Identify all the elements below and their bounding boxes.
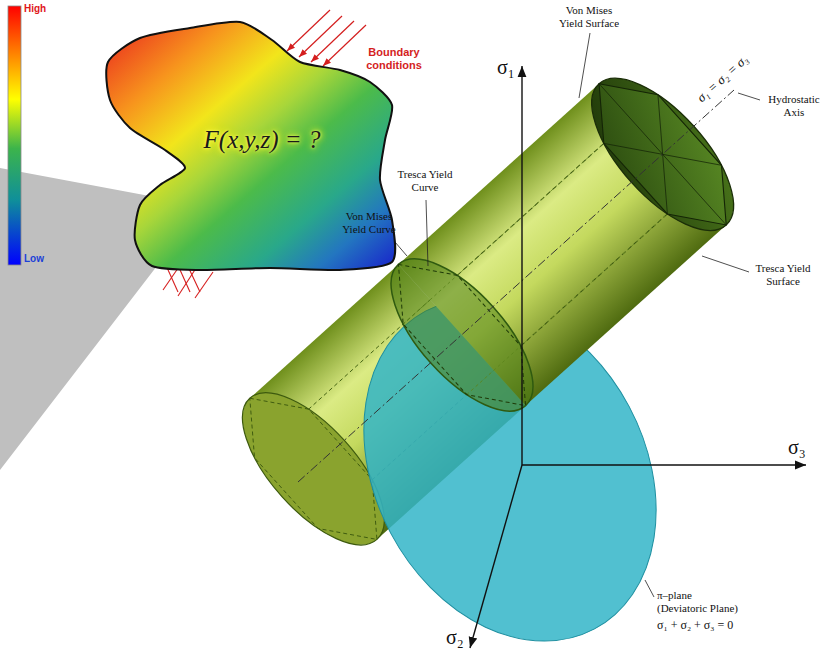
color-scale-bar bbox=[8, 6, 21, 265]
hexagon-facet bbox=[599, 84, 726, 225]
surface-label: Tresca Yield Surface bbox=[752, 262, 814, 287]
sigma2-axis bbox=[470, 465, 522, 648]
scale-high-label: High bbox=[24, 3, 46, 15]
boundary-arrow bbox=[287, 10, 330, 51]
axis-label: σ₃ bbox=[788, 436, 806, 459]
stress-axes bbox=[470, 66, 806, 648]
leader-line bbox=[426, 200, 428, 266]
cylinder-open-end bbox=[568, 56, 758, 253]
boundary-arrow bbox=[323, 25, 366, 66]
leader-lines bbox=[395, 33, 760, 597]
sigma3-axis bbox=[522, 464, 806, 465]
hexagon-facet bbox=[604, 95, 722, 214]
axis-label: σ₂ bbox=[446, 626, 464, 649]
leader-line bbox=[702, 256, 749, 272]
tresca-curve bbox=[371, 240, 552, 430]
axis-equation: σ₁ = σ₂ = σ₃ bbox=[694, 52, 751, 105]
axis-name-label: Hydrostatic Axis bbox=[763, 93, 825, 118]
von-mises-curve bbox=[367, 236, 557, 433]
boundary-arrow bbox=[311, 21, 354, 62]
field-equation: F(x,y,z) = ? bbox=[204, 126, 321, 154]
curve-label: Tresca Yield Curve bbox=[397, 168, 453, 193]
boundary-label: Boundary conditions bbox=[362, 46, 426, 71]
field-domain: F(x,y,z) = ? bbox=[100, 16, 400, 278]
scale-low-label: Low bbox=[24, 253, 44, 265]
axis-label: σ₁ bbox=[497, 56, 515, 79]
leader-line bbox=[738, 93, 760, 100]
plane-label: π–plane (Deviatoric Plane) bbox=[657, 589, 741, 614]
plane-equation: σ₁ + σ₂ + σ₃ = 0 bbox=[657, 619, 733, 633]
sigma1-axis bbox=[521, 66, 522, 465]
leader-line bbox=[579, 33, 590, 98]
leader-line bbox=[395, 242, 407, 256]
hexagon-facet bbox=[604, 95, 722, 214]
cylinder-front bbox=[367, 56, 757, 434]
tresca-hexagon bbox=[572, 59, 753, 249]
hatch-line bbox=[195, 272, 213, 298]
surface-label: Von Mises Yield Surface bbox=[554, 4, 624, 29]
curve-label: Von Mises Yield Curve bbox=[338, 210, 400, 235]
boundary-arrows bbox=[287, 10, 366, 66]
boundary-arrow bbox=[299, 16, 342, 57]
leader-line bbox=[645, 580, 654, 597]
